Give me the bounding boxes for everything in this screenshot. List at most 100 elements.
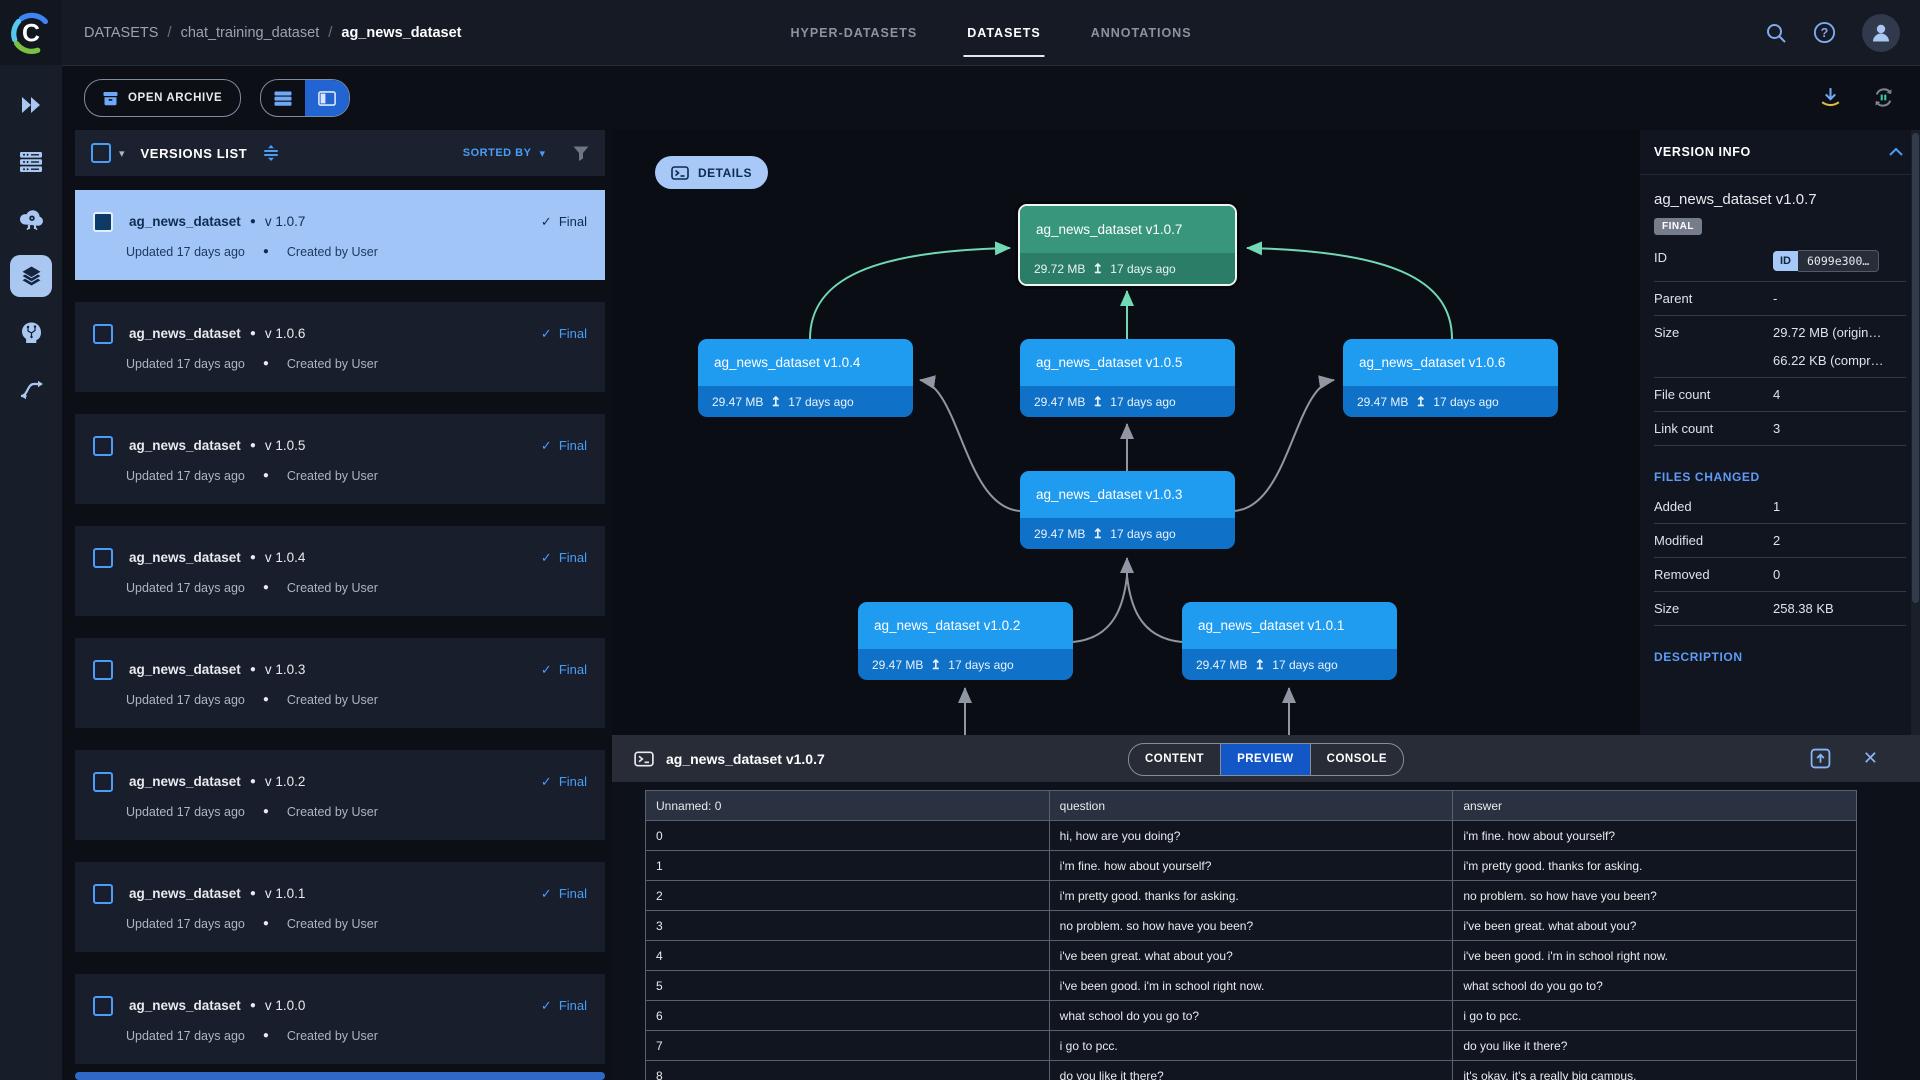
version-info-scrollbar-track xyxy=(1911,130,1920,735)
breadcrumb-parent[interactable]: chat_training_dataset xyxy=(180,24,320,41)
info-row-file-count: File count 4 xyxy=(1654,378,1906,412)
updated-text: Updated 17 days ago xyxy=(126,468,245,483)
graph-node-v1-0-7[interactable]: ag_news_dataset v1.0.7 29.72 MB↥17 days … xyxy=(1018,204,1237,286)
updated-text: Updated 17 days ago xyxy=(126,580,245,595)
dot-separator: ● xyxy=(262,246,269,257)
creator-text: Created by User xyxy=(286,692,378,707)
graph-node-v1-0-3[interactable]: ag_news_dataset v1.0.3 29.47 MB↥17 days … xyxy=(1020,471,1235,549)
version-card-1-0-1[interactable]: ag_news_dataset●v 1.0.1 ✓Final Updated 1… xyxy=(75,862,605,952)
dot-separator: ● xyxy=(262,358,269,369)
version-checkbox[interactable] xyxy=(93,211,113,232)
tab-console[interactable]: CONSOLE xyxy=(1309,744,1403,775)
version-checkbox[interactable] xyxy=(93,659,113,680)
version-checkbox[interactable] xyxy=(93,883,113,904)
version-checkbox[interactable] xyxy=(93,323,113,344)
version-name: ag_news_dataset xyxy=(129,214,241,229)
edge-v106-v107 xyxy=(1246,241,1453,340)
version-card-1-0-7[interactable]: ag_news_dataset●v 1.0.7 ✓Final Updated 1… xyxy=(75,190,605,280)
cloud-gear-icon xyxy=(19,210,43,230)
table-view-button[interactable] xyxy=(261,80,305,116)
dot-separator: ● xyxy=(249,552,256,563)
graph-node-v1-0-4[interactable]: ag_news_dataset v1.0.4 29.47 MB↥17 days … xyxy=(698,339,913,417)
sidebar-item-queues[interactable] xyxy=(10,141,52,183)
version-card-1-0-3[interactable]: ag_news_dataset●v 1.0.3 ✓Final Updated 1… xyxy=(75,638,605,728)
version-info-panel: VERSION INFO ag_news_dataset v1.0.7 FINA… xyxy=(1640,130,1920,735)
version-number: v 1.0.7 xyxy=(264,214,306,229)
id-chip[interactable]: ID 6099e300… xyxy=(1773,250,1906,272)
open-archive-button[interactable]: OPEN ARCHIVE xyxy=(84,79,242,117)
breadcrumb: DATASETS / chat_training_dataset / ag_ne… xyxy=(84,0,461,65)
graph-node-v1-0-6[interactable]: ag_news_dataset v1.0.6 29.47 MB↥17 days … xyxy=(1343,339,1558,417)
select-all-checkbox[interactable] xyxy=(91,143,111,163)
node-footer: 29.72 MB↥17 days ago xyxy=(1020,253,1235,284)
compact-view-icon[interactable] xyxy=(263,145,279,161)
tab-annotations[interactable]: ANNOTATIONS xyxy=(1090,25,1192,40)
sorted-by-button[interactable]: SORTED BY xyxy=(462,147,532,159)
sidebar-item-models[interactable] xyxy=(10,312,52,354)
version-card-1-0-2[interactable]: ag_news_dataset●v 1.0.2 ✓Final Updated 1… xyxy=(75,750,605,840)
column-header[interactable]: answer xyxy=(1452,790,1857,821)
download-icon[interactable] xyxy=(1819,86,1842,109)
version-card-1-0-0[interactable]: ag_news_dataset●v 1.0.0 ✓Final Updated 1… xyxy=(75,974,605,1064)
expand-icon[interactable] xyxy=(1810,748,1831,769)
version-checkbox[interactable] xyxy=(93,771,113,792)
version-checkbox[interactable] xyxy=(93,995,113,1016)
node-footer: 29.47 MB↥17 days ago xyxy=(858,649,1073,680)
search-icon[interactable] xyxy=(1765,22,1787,44)
close-icon[interactable]: ✕ xyxy=(1862,748,1878,768)
sorted-by-caret-icon[interactable]: ▾ xyxy=(539,147,545,160)
table-view-icon xyxy=(274,91,292,106)
final-check-icon: ✓ xyxy=(540,773,552,789)
sidebar-item-datasets[interactable] xyxy=(10,255,52,297)
version-name: ag_news_dataset xyxy=(129,998,241,1013)
split-view-button[interactable] xyxy=(305,80,349,116)
version-info-scrollbar-thumb[interactable] xyxy=(1912,133,1919,603)
tab-content[interactable]: CONTENT xyxy=(1144,753,1205,765)
user-avatar[interactable] xyxy=(1862,13,1900,52)
upload-icon: ↥ xyxy=(1254,656,1266,672)
description-title: DESCRIPTION xyxy=(1654,650,1743,664)
clearml-logo[interactable]: C xyxy=(0,0,62,65)
select-all-caret-icon[interactable]: ▾ xyxy=(119,147,125,160)
auto-refresh-icon[interactable] xyxy=(1872,86,1895,109)
sidebar-item-pipelines[interactable] xyxy=(10,369,52,411)
details-button[interactable]: DETAILS xyxy=(655,156,768,189)
version-card-1-0-5[interactable]: ag_news_dataset●v 1.0.5 ✓Final Updated 1… xyxy=(75,414,605,504)
tab-hyper-datasets[interactable]: HYPER-DATASETS xyxy=(790,25,918,40)
version-checkbox[interactable] xyxy=(93,547,113,568)
node-title: ag_news_dataset v1.0.6 xyxy=(1343,339,1558,386)
info-row-removed: Removed 0 xyxy=(1654,558,1906,592)
version-checkbox[interactable] xyxy=(93,435,113,456)
graph-node-v1-0-5[interactable]: ag_news_dataset v1.0.5 29.47 MB↥17 days … xyxy=(1020,339,1235,417)
help-icon[interactable]: ? xyxy=(1813,21,1836,44)
version-card-1-0-4[interactable]: ag_news_dataset●v 1.0.4 ✓Final Updated 1… xyxy=(75,526,605,616)
versions-list-scrollbar[interactable] xyxy=(75,1072,605,1080)
graph-node-v1-0-2[interactable]: ag_news_dataset v1.0.2 29.47 MB↥17 days … xyxy=(858,602,1073,680)
sidebar-item-getting-started[interactable] xyxy=(10,84,52,126)
updated-text: Updated 17 days ago xyxy=(126,692,245,707)
dot-separator: ● xyxy=(262,470,269,481)
preview-title: ag_news_dataset v1.0.7 xyxy=(666,750,825,767)
sidebar-item-autoscalers[interactable] xyxy=(10,198,52,240)
filter-icon[interactable] xyxy=(573,146,589,161)
upload-icon: ↥ xyxy=(1092,393,1104,409)
column-header[interactable]: Unnamed: 0 xyxy=(645,790,1050,821)
collapse-chevron-icon[interactable] xyxy=(1888,147,1904,157)
breadcrumb-separator: / xyxy=(328,24,333,41)
tab-datasets[interactable]: DATASETS xyxy=(963,0,1045,65)
graph-node-v1-0-1[interactable]: ag_news_dataset v1.0.1 29.47 MB↥17 days … xyxy=(1182,602,1397,680)
version-card-1-0-6[interactable]: ag_news_dataset●v 1.0.6 ✓Final Updated 1… xyxy=(75,302,605,392)
tab-preview[interactable]: PREVIEW xyxy=(1220,744,1310,775)
breadcrumb-root[interactable]: DATASETS xyxy=(84,24,159,41)
node-footer: 29.47 MB↥17 days ago xyxy=(1020,386,1235,417)
column-header[interactable]: question xyxy=(1048,790,1454,821)
